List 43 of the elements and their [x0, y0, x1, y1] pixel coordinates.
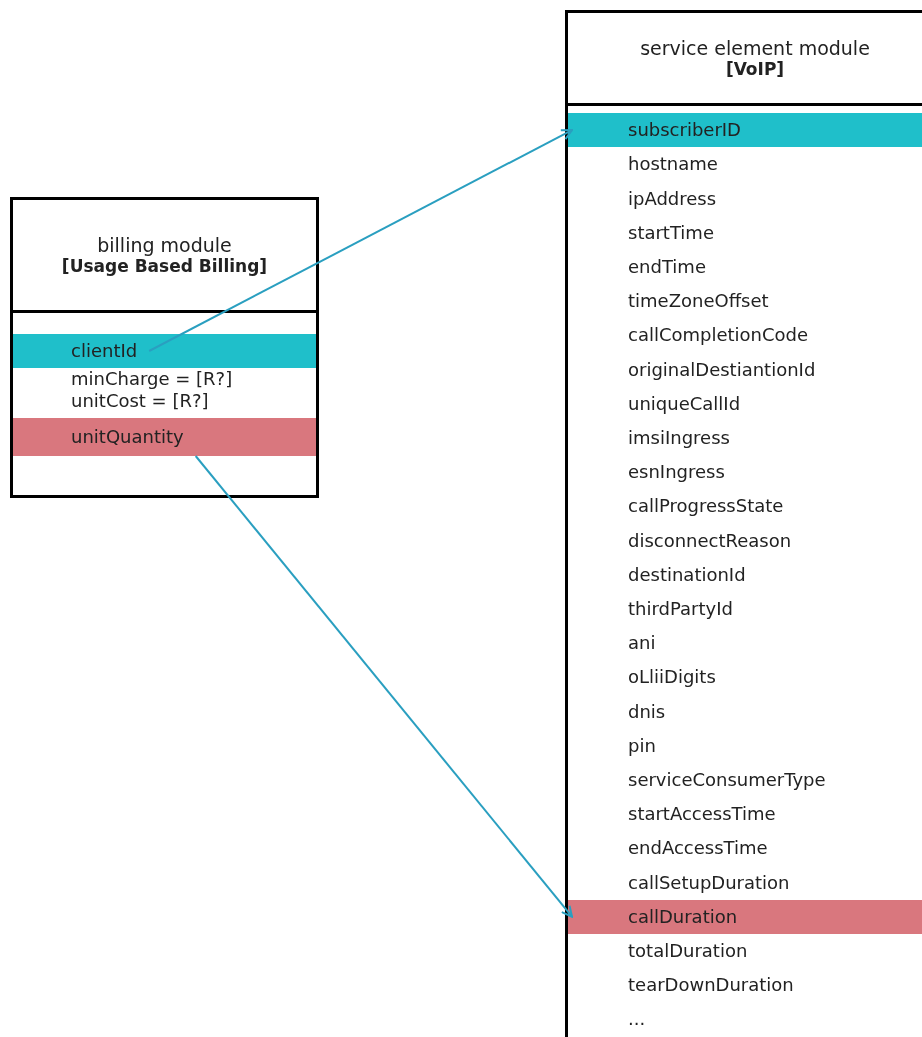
highlighted-field-row — [568, 899, 922, 934]
field-name: serviceConsumerType — [628, 769, 826, 791]
field-name: dnis — [628, 700, 666, 723]
highlighted-field-row — [13, 418, 316, 456]
field-name: subscriberID — [628, 119, 741, 141]
field-name: timeZoneOffset — [628, 290, 769, 312]
field-name: thirdPartyId — [628, 598, 733, 620]
highlighted-field-row — [13, 334, 316, 368]
arrow — [194, 455, 573, 918]
field-name: startAccessTime — [628, 803, 776, 825]
field-name: minCharge = [R?] — [71, 368, 233, 390]
field-name: ... — [628, 1008, 646, 1031]
field-name: hostname — [628, 153, 718, 176]
field-name: unitCost = [R?] — [71, 390, 209, 412]
field-name: endTime — [628, 256, 706, 278]
field-name: imsiIngress — [628, 427, 730, 449]
module-box — [565, 10, 922, 1037]
field-name: ipAddress — [628, 187, 717, 210]
field-name: callDuration — [628, 905, 738, 928]
field-name: ani — [628, 632, 656, 654]
field-name: disconnectReason — [628, 529, 792, 552]
field-name: tearDownDuration — [628, 974, 794, 996]
highlighted-field-row — [568, 113, 922, 148]
module-subtitle: [VoIP] — [725, 59, 785, 79]
field-name: originalDestiantionId — [628, 358, 816, 381]
field-name: uniqueCallId — [628, 392, 741, 415]
module-title: service element module — [640, 37, 870, 59]
field-name: startTime — [628, 221, 714, 244]
field-name: oLliiDigits — [628, 666, 716, 689]
field-name: totalDuration — [628, 940, 748, 962]
field-name: callCompletionCode — [628, 324, 809, 347]
module-subtitle: [Usage Based Billing] — [61, 256, 268, 276]
module-box — [10, 197, 319, 498]
field-name: unitQuantity — [71, 426, 184, 448]
field-name: endAccessTime — [628, 837, 768, 860]
field-name: clientId — [71, 340, 138, 362]
field-name: callSetupDuration — [628, 871, 790, 894]
arrow — [148, 129, 573, 352]
module-title: billing module — [97, 234, 232, 256]
field-name: destinationId — [628, 563, 746, 586]
field-name: callProgressState — [628, 495, 784, 518]
field-name: pin — [628, 734, 656, 757]
field-name: esnIngress — [628, 461, 725, 483]
